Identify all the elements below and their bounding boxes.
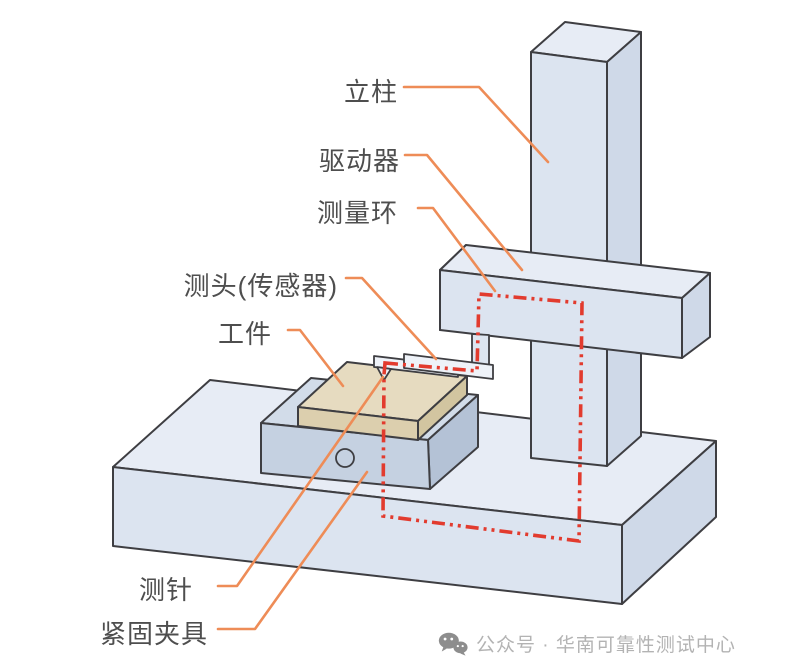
column xyxy=(530,21,642,467)
label-probe-sensor: 测头(传感器) xyxy=(183,271,338,301)
measuring-loop-line xyxy=(381,292,584,544)
leader-line-probe-sensor xyxy=(344,276,438,361)
leader-line-driver xyxy=(403,153,524,272)
workpiece xyxy=(297,361,468,441)
leader-line-workpiece xyxy=(286,328,345,388)
label-driver: 驱动器 xyxy=(318,146,400,176)
label-workpiece: 工件 xyxy=(217,319,272,349)
leader-lines xyxy=(216,85,550,631)
leader-line-clamping-fixture xyxy=(216,470,369,631)
arm-front-face xyxy=(439,269,683,359)
leader-line-stylus xyxy=(216,375,385,588)
watermark: 公众号 · 华南可靠性测试中心 xyxy=(438,630,736,657)
watermark-text: 公众号 · 华南可靠性测试中心 xyxy=(476,635,736,656)
label-clamping-fixture: 紧固夹具 xyxy=(99,619,208,649)
label-measuring-loop: 测量环 xyxy=(316,198,398,228)
leader-line-column xyxy=(402,85,550,164)
wechat-icon xyxy=(438,632,468,656)
probe-assembly xyxy=(373,333,494,381)
workpiece-front-face xyxy=(297,406,419,441)
base-right-face xyxy=(621,440,717,605)
fixture-hole xyxy=(335,448,355,468)
leader-line-measuring-loop xyxy=(416,206,497,293)
column-right-face xyxy=(606,31,642,467)
label-stylus: 测针 xyxy=(138,575,193,605)
label-column: 立柱 xyxy=(343,77,398,107)
drive-unit-arm xyxy=(439,244,711,359)
